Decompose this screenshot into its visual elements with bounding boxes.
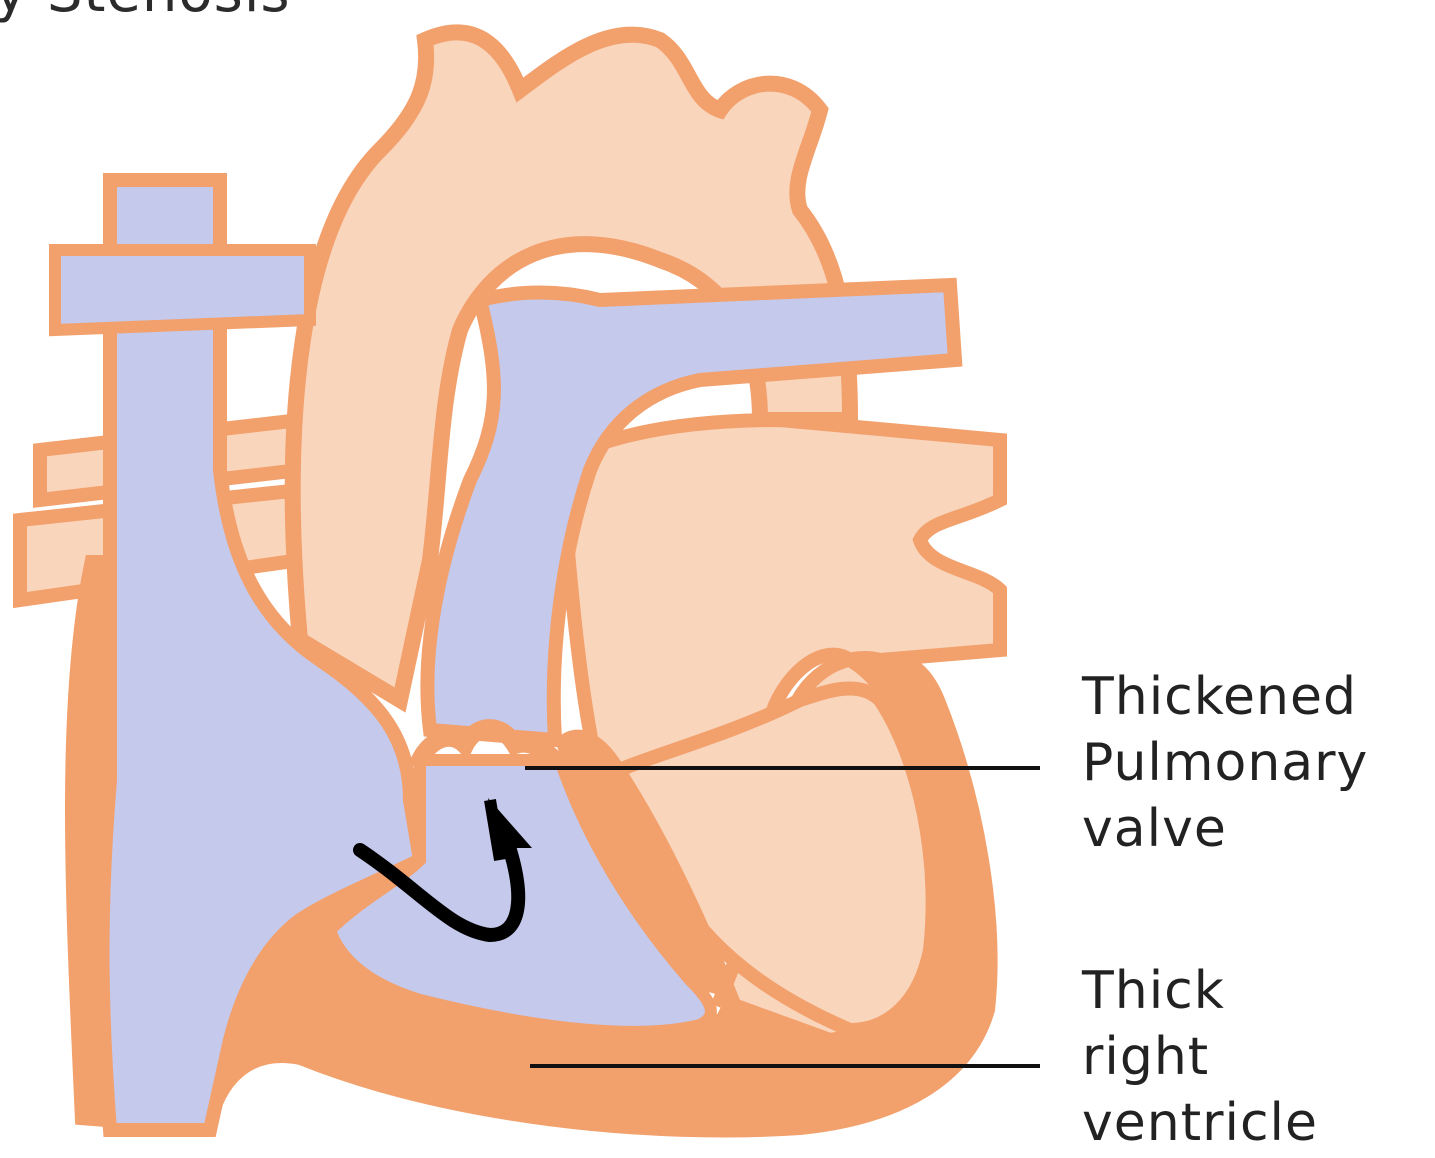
label-line: Pulmonary — [1082, 730, 1368, 796]
label-line: Thickened — [1082, 664, 1368, 730]
label-line: right — [1082, 1024, 1318, 1090]
label-thick-right-ventricle: Thick right ventricle — [1082, 958, 1318, 1156]
right-pulmonary-artery — [55, 250, 310, 330]
label-line: valve — [1082, 796, 1368, 862]
label-thickened-pulmonary-valve: Thickened Pulmonary valve — [1082, 664, 1368, 862]
label-line: Thick — [1082, 958, 1318, 1024]
label-line: ventricle — [1082, 1090, 1318, 1156]
